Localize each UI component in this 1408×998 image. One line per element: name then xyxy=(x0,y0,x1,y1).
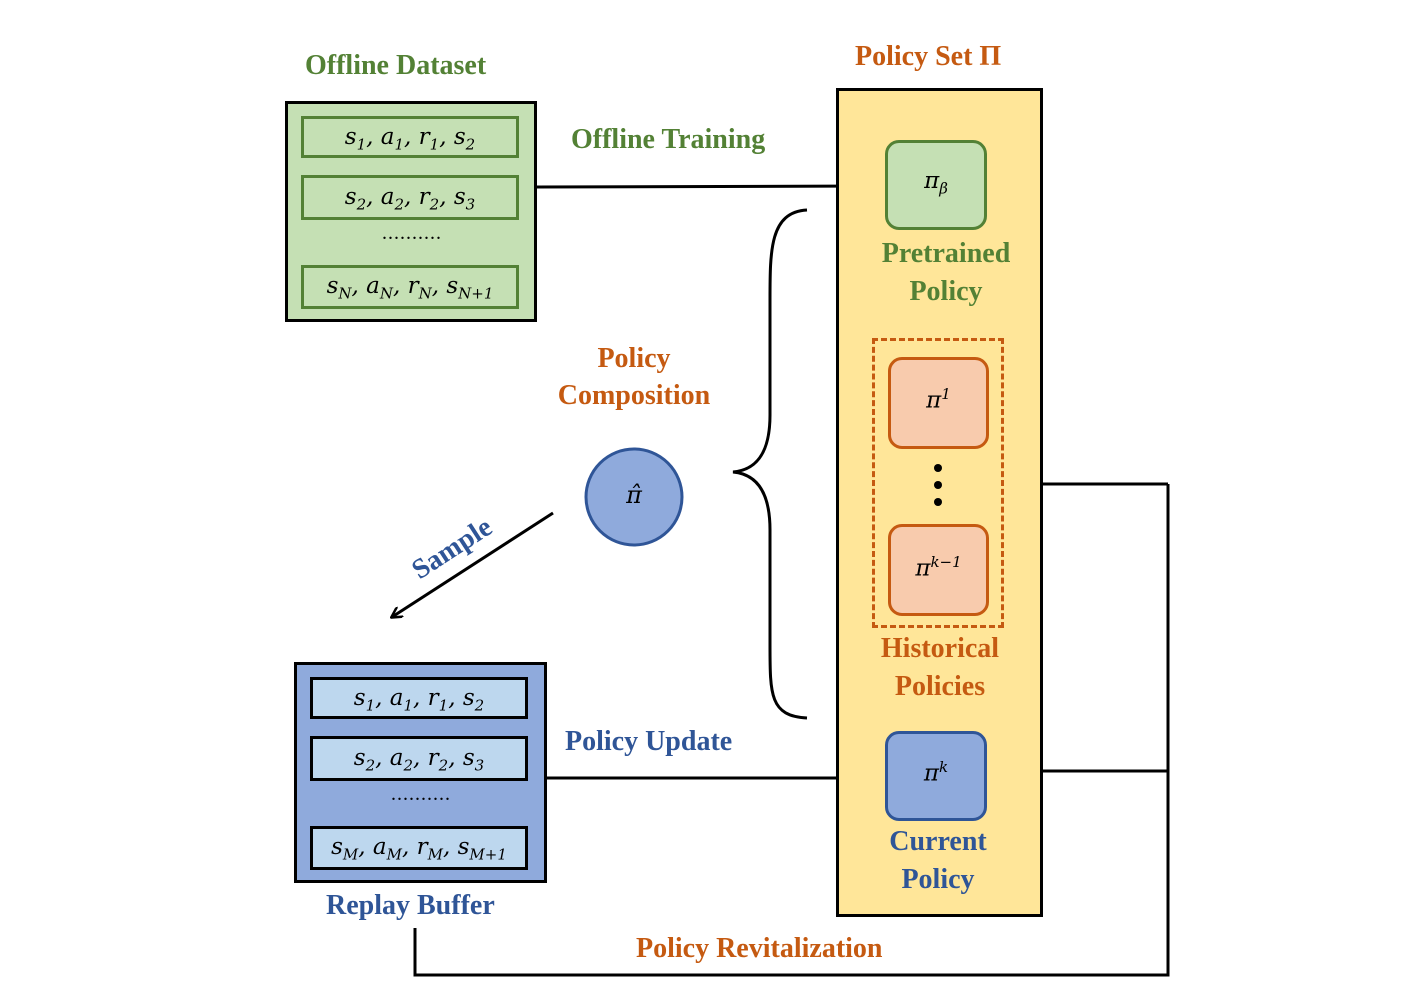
historical-policy-first-node xyxy=(888,357,989,449)
historical-vdots xyxy=(932,464,944,510)
historical-policy-last-node xyxy=(888,524,989,616)
offline-dataset-row-n xyxy=(301,265,519,309)
historical-policies-group xyxy=(872,338,1004,628)
composition-circle xyxy=(584,447,684,547)
replay-row-m-text: sM, aM, rM, sM+1 xyxy=(331,834,507,864)
offline-dataset-title: Offline Dataset xyxy=(305,50,487,81)
historical-label-line2: Policies xyxy=(894,671,986,702)
replay-buffer-row-2 xyxy=(310,736,528,781)
replay-row-2-text: s2, a2, r2, s3 xyxy=(353,745,485,775)
policy-update-label: Policy Update xyxy=(565,726,733,757)
historical-label-line1: Historical xyxy=(880,633,1000,664)
pretrained-policy-node xyxy=(885,140,987,230)
historical-policy-last-symbol: πk−1 xyxy=(915,553,962,582)
current-label-line2: Policy xyxy=(901,864,975,895)
offline-dataset-row-2 xyxy=(301,175,519,220)
composition-symbol: π̂ xyxy=(626,481,642,509)
sample-arrow xyxy=(392,511,554,617)
current-policy-node xyxy=(885,731,987,821)
pretrained-label-line1: Pretrained xyxy=(881,238,1011,269)
pretrained-label-line2: Policy xyxy=(909,276,983,307)
replay-buffer-row-m xyxy=(310,826,528,870)
composition-label-line2: Composition xyxy=(557,380,711,411)
current-label-line1: Current xyxy=(889,826,987,857)
current-policy-symbol: πk xyxy=(923,758,949,787)
pretrained-policy-symbol: πβ xyxy=(924,168,948,198)
replay-ellipsis: .......... xyxy=(391,783,451,805)
offline-training-arrow xyxy=(536,186,870,187)
offline-row-1-text: s1, a1, r1, s2 xyxy=(344,124,476,154)
policy-revitalization-label: Policy Revitalization xyxy=(636,933,883,964)
policy-revitalization-loop xyxy=(413,484,1170,977)
offline-dataset-row-1 xyxy=(301,116,519,158)
replay-buffer-row-1 xyxy=(310,677,528,719)
replay-buffer-title: Replay Buffer xyxy=(326,890,495,921)
replay-row-1-text: s1, a1, r1, s2 xyxy=(353,685,485,715)
offline-ellipsis: .......... xyxy=(382,222,442,244)
composition-label-line1: Policy xyxy=(597,343,671,374)
offline-training-label: Offline Training xyxy=(571,124,766,155)
policy-set-title: Policy Set Π xyxy=(855,41,1002,72)
composition-brace xyxy=(732,208,808,720)
offline-row-n-text: sN, aN, rN, sN+1 xyxy=(326,273,494,303)
offline-row-2-text: s2, a2, r2, s3 xyxy=(344,184,476,214)
historical-policy-first-symbol: π1 xyxy=(926,385,951,414)
